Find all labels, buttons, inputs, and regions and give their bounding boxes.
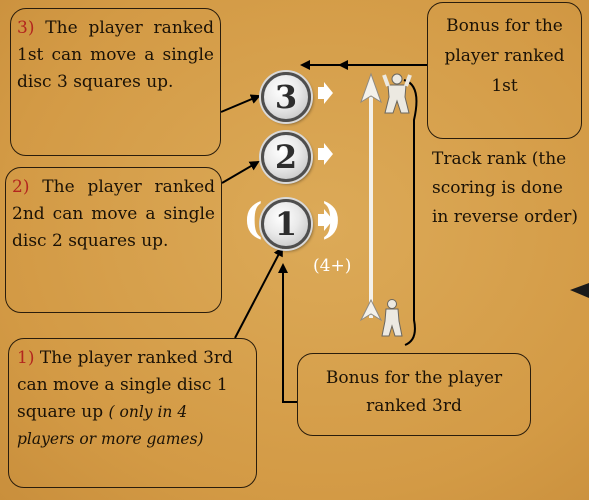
pointer-line-rank2	[222, 162, 258, 183]
callout-bonus-first: Bonus for the player ranked 1st	[427, 2, 582, 139]
meeple-figure-icon	[382, 300, 402, 337]
callout-text: The player ranked 2nd can move a single …	[12, 177, 215, 251]
edge-mark	[570, 283, 589, 298]
pointer-line-bonus-third	[283, 265, 297, 402]
disc-2: 2	[261, 132, 311, 182]
disc-3: 3	[261, 72, 311, 122]
callout-rank3: 3) The player ranked 1st can move a sing…	[10, 8, 221, 156]
callout-rank2: 2) The player ranked 2nd can move a sing…	[5, 167, 222, 313]
callout-number: 2)	[12, 177, 29, 197]
track-rank-bracket	[404, 80, 416, 345]
callout-number: 1)	[17, 348, 34, 368]
paren-right: )	[322, 198, 342, 240]
pointer-line-rank3	[221, 96, 259, 112]
paren-left: (	[243, 198, 263, 240]
pointer-line-rank1	[235, 248, 282, 338]
track-arrow-icon	[361, 74, 381, 320]
callout-number: 3)	[17, 18, 34, 38]
track-rank-label: Track rank (the scoring is done in rever…	[432, 145, 582, 232]
callout-text: The player ranked 1st can move a single …	[17, 18, 214, 92]
callout-bonus-third: Bonus for the player ranked 3rd	[297, 353, 531, 436]
disc-1: 1	[261, 199, 311, 249]
callout-text: Bonus for the player ranked 3rd	[308, 364, 520, 420]
callout-text: Bonus for the player ranked 1st	[434, 9, 575, 101]
four-plus-label: (4+)	[313, 256, 351, 276]
callout-rank1: 1) The player ranked 3rd can move a sing…	[8, 338, 257, 488]
